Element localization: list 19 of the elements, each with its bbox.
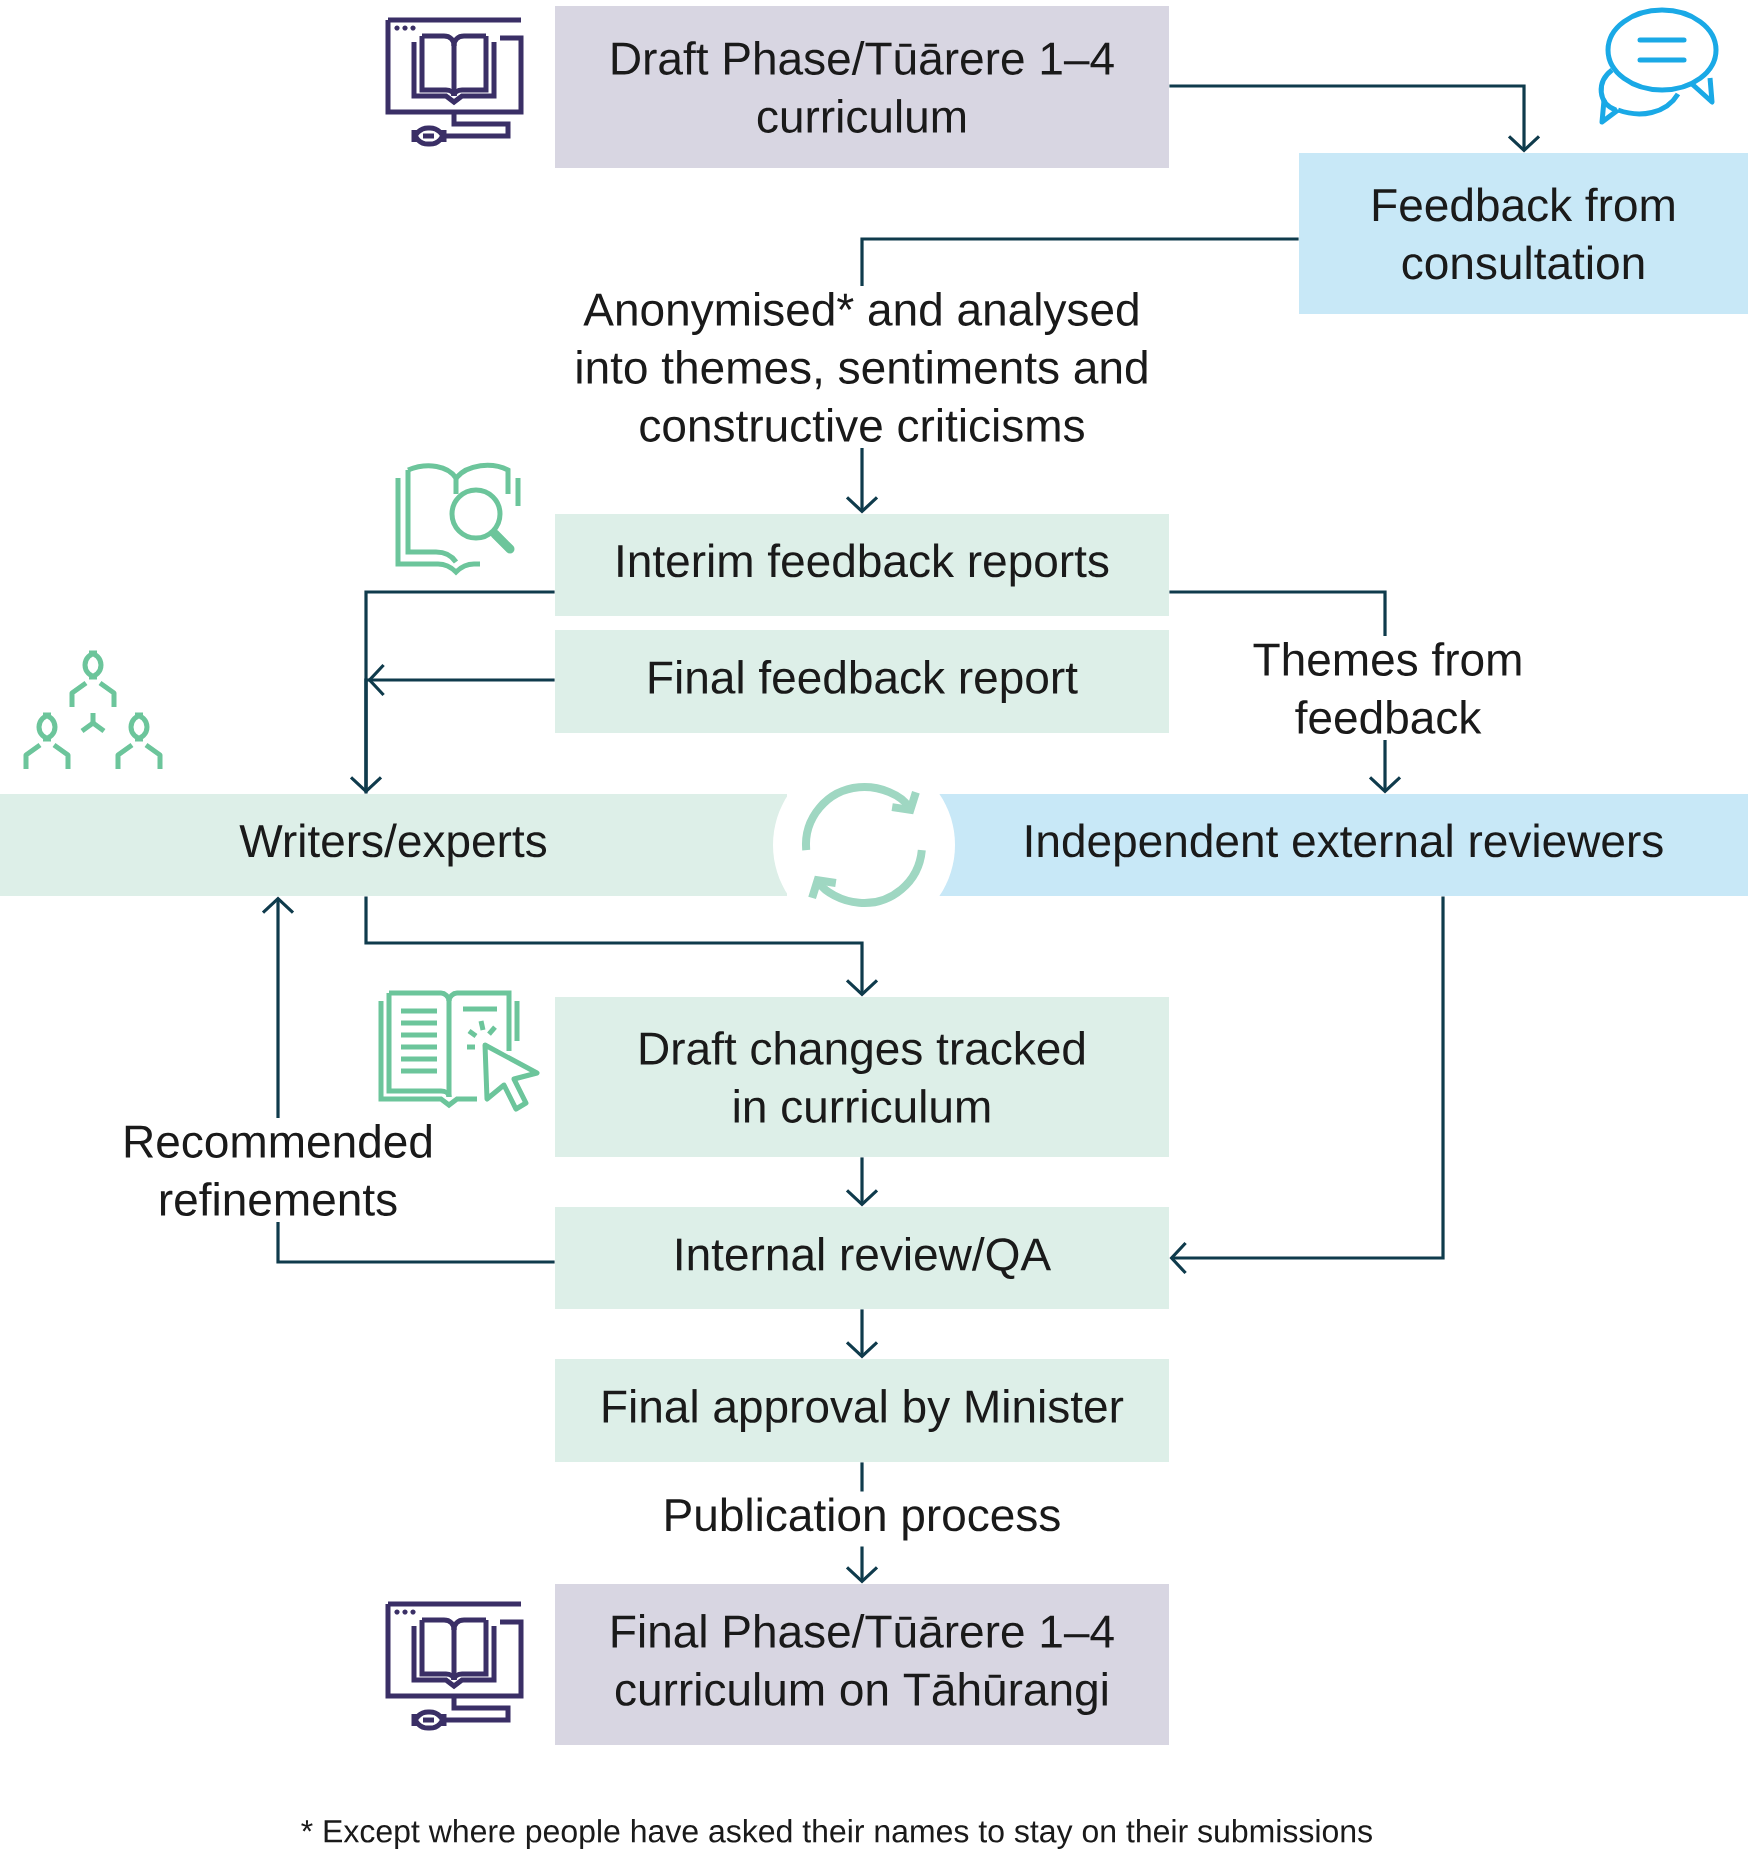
process-box: Internal review/QA [555, 1207, 1169, 1309]
edge-label: Anonymised* and analysed into themes, sentiments and constructive criticisms [556, 286, 1168, 448]
process-box: Draft changes tracked in curriculum [555, 997, 1169, 1157]
process-box: Final approval by Minister [555, 1359, 1169, 1462]
process-box: Draft Phase/Tūārere 1–4 curriculum [555, 6, 1169, 168]
arrow [1169, 896, 1445, 1275]
footnote: * Except where people have asked their names to stay on their submissions [301, 1819, 1372, 1849]
arrow [364, 896, 879, 997]
edge-label: Publication process [656, 1491, 1068, 1547]
arrow [349, 590, 555, 794]
process-box: Final feedback report [555, 630, 1169, 733]
edge-label: Themes from feedback [1237, 636, 1539, 740]
process-box: Final Phase/Tūārere 1–4 curriculum on Tāhūrangi [555, 1584, 1169, 1745]
edge-label: Recommended refinements [97, 1118, 459, 1222]
process-box: Feedback from consultation [1299, 153, 1748, 314]
arrow [1169, 84, 1541, 153]
process-band: Independent external reviewers [939, 794, 1748, 896]
process-band: Writers/experts [0, 794, 787, 896]
process-box: Interim feedback reports [555, 514, 1169, 616]
